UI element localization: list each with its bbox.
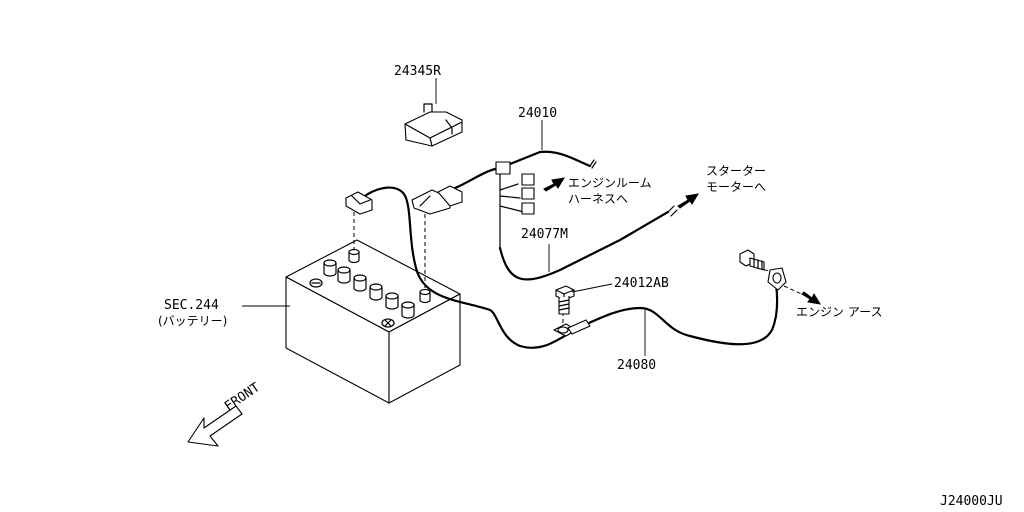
part-label-bolt: 24012AB — [614, 276, 669, 291]
engine-room-note-line1: エンジンルーム — [568, 176, 652, 190]
part-label-starter-cable: 24077M — [521, 227, 568, 242]
ground-cable-terminal — [553, 267, 787, 356]
relay-cover — [404, 78, 463, 147]
diagram-code: J24000JU — [940, 494, 1003, 509]
part-label-relay-cover: 24345R — [394, 64, 441, 79]
engine-room-note-line2: ハーネスへ — [568, 192, 629, 206]
arrow-to-engine-ground — [801, 291, 821, 305]
bolt-24012AB — [555, 283, 613, 315]
part-label-ground-cable: 24080 — [617, 358, 657, 373]
engine-ground-bolt — [739, 249, 765, 271]
main-battery-cable — [345, 185, 779, 349]
arrow-to-starter — [677, 193, 699, 209]
engine-room-harness — [453, 120, 597, 249]
negative-terminal-mark — [309, 278, 323, 288]
battery-name-label: (バッテリー) — [158, 314, 228, 328]
arrow-to-engine-room — [543, 177, 565, 192]
front-arrow-icon — [187, 405, 243, 447]
battery-section-label: SEC.244 — [164, 298, 219, 313]
starter-cable — [498, 205, 678, 281]
starter-note-line2: モーターへ — [706, 180, 767, 194]
battery — [285, 239, 461, 404]
starter-note-line1: スターター — [706, 164, 767, 178]
engine-ground-note: エンジン アース — [796, 305, 883, 319]
positive-terminal-mark — [381, 318, 395, 328]
part-label-engine-harness: 24010 — [518, 106, 558, 121]
